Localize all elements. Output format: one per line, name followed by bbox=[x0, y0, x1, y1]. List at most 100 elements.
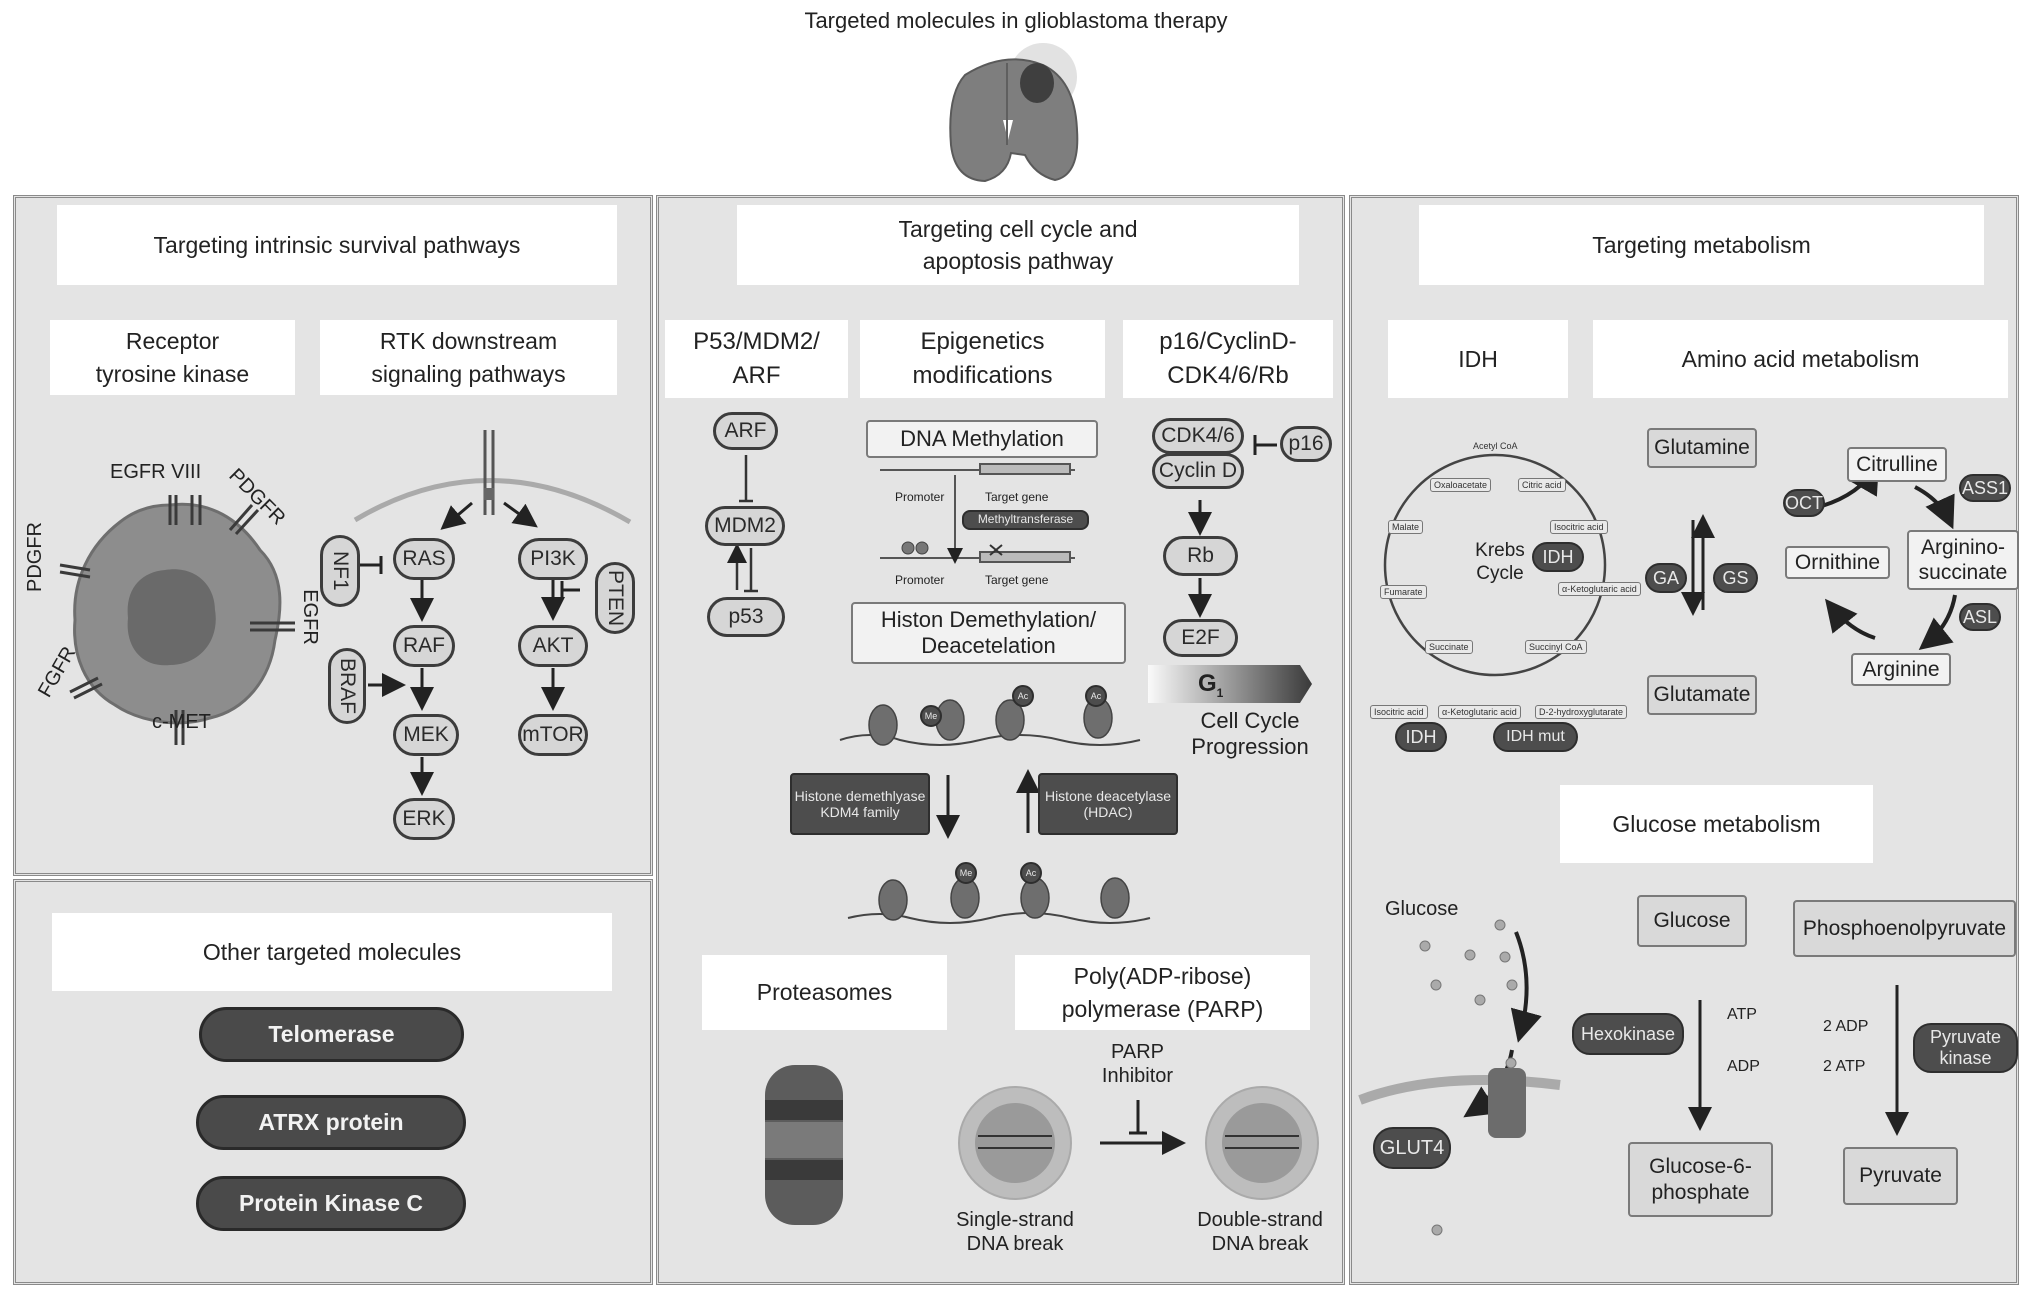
oct-badge: OCT bbox=[1783, 489, 1825, 517]
promoter-label-1: Promoter bbox=[895, 490, 945, 504]
krebs-acetyl-coa: Acetyl CoA bbox=[1473, 441, 1518, 451]
cell-cycle-header: Targeting cell cycle and apoptosis pathw… bbox=[737, 205, 1299, 285]
two-adp-label: 2 ADP bbox=[1823, 1018, 1869, 1035]
promoter-label-2: Promoter bbox=[895, 573, 945, 587]
ac-mark-2: Ac bbox=[1085, 685, 1107, 707]
krebs-citric-acid: Citric acid bbox=[1518, 478, 1566, 492]
asl-badge: ASL bbox=[1959, 603, 2001, 631]
figure-title: Targeted molecules in glioblastoma thera… bbox=[804, 8, 1228, 33]
node-ras: RAS bbox=[393, 538, 455, 580]
two-atp-label: 2 ATP bbox=[1823, 1058, 1866, 1075]
glucose-metabolism-header: Glucose metabolism bbox=[1560, 785, 1873, 863]
intrinsic-header: Targeting intrinsic survival pathways bbox=[57, 205, 617, 285]
hdac-box: Histone deacetylase (HDAC) bbox=[1038, 773, 1178, 835]
node-pten: PTEN bbox=[595, 562, 635, 634]
target-gene-label-2: Target gene bbox=[985, 573, 1049, 587]
pyruvate-kinase-badge: Pyruvate kinase bbox=[1913, 1023, 2018, 1073]
node-mtor: mTOR bbox=[518, 714, 588, 756]
idh-mut-badge: IDH mut bbox=[1493, 722, 1578, 752]
node-rb: Rb bbox=[1163, 536, 1238, 576]
methyltransferase-badge: Methyltransferase bbox=[962, 510, 1089, 530]
node-p53: p53 bbox=[707, 597, 785, 637]
other-header: Other targeted molecules bbox=[52, 913, 612, 991]
g1-text: G bbox=[1198, 670, 1217, 697]
ornithine-box: Ornithine bbox=[1785, 546, 1890, 579]
double-strand-label: Double-strand DNA break bbox=[1197, 1209, 1323, 1255]
receptor-label-cmet: c-MET bbox=[152, 711, 211, 733]
cell-receptor-illustration bbox=[59, 495, 295, 745]
cell-cycle-progression-label: Cell Cycle Progression bbox=[1191, 708, 1309, 760]
krebs-malate: Malate bbox=[1388, 520, 1424, 534]
receptor-label-egfrviii: EGFR VIII bbox=[110, 461, 202, 483]
molecule-atrx: ATRX protein bbox=[196, 1095, 466, 1150]
g1-subscript: 1 bbox=[1216, 685, 1224, 700]
node-mdm2: MDM2 bbox=[705, 506, 785, 546]
g6p-box: Glucose-6- phosphate bbox=[1628, 1142, 1773, 1217]
gs-badge: GS bbox=[1713, 563, 1758, 593]
idh-chain-ketoglutaric: α-Ketoglutaric acid bbox=[1438, 705, 1521, 719]
argininosuccinate-box: Arginino- succinate bbox=[1907, 530, 2019, 590]
node-e2f: E2F bbox=[1163, 619, 1238, 657]
kdm4-box: Histone demethlyase KDM4 family bbox=[790, 773, 930, 835]
rtk-header: Receptor tyrosine kinase bbox=[50, 320, 295, 395]
ga-badge: GA bbox=[1645, 563, 1687, 593]
amino-acid-header: Amino acid metabolism bbox=[1593, 320, 2008, 398]
krebs-isocitric-acid: Isocitric acid bbox=[1550, 520, 1608, 534]
krebs-fumarate: Fumarate bbox=[1380, 585, 1427, 599]
parp-header: Poly(ADP-ribose) polymerase (PARP) bbox=[1015, 955, 1310, 1030]
node-cdk46: CDK4/6 bbox=[1152, 418, 1244, 454]
glucose-box: Glucose bbox=[1637, 895, 1747, 947]
idh-header: IDH bbox=[1388, 320, 1568, 398]
epigenetics-header: Epigenetics modifications bbox=[860, 320, 1105, 398]
glucose-outside-label: Glucose bbox=[1385, 898, 1459, 920]
target-gene-label-1: Target gene bbox=[985, 490, 1049, 504]
node-akt: AKT bbox=[518, 625, 588, 667]
node-pi3k: PI3K bbox=[518, 538, 588, 580]
citrulline-box: Citrulline bbox=[1847, 447, 1947, 482]
p53-header: P53/MDM2/ ARF bbox=[665, 320, 848, 398]
brain-tumor-icon bbox=[949, 43, 1079, 183]
ac-mark-3: Ac bbox=[1020, 862, 1042, 884]
arginine-box: Arginine bbox=[1851, 653, 1951, 686]
node-arf: ARF bbox=[713, 412, 778, 450]
glutamine-box: Glutamine bbox=[1647, 428, 1757, 468]
molecule-pkc: Protein Kinase C bbox=[196, 1176, 466, 1231]
node-nf1: NF1 bbox=[320, 535, 360, 607]
node-braf: BRAF bbox=[328, 648, 366, 724]
krebs-oxaloacetate: Oxaloacetate bbox=[1430, 478, 1492, 492]
hexokinase-badge: Hexokinase bbox=[1572, 1013, 1684, 1055]
histone-box: Histon Demethylation/ Deacetelation bbox=[851, 602, 1126, 664]
idh-chain-isocitric: Isocitric acid bbox=[1370, 705, 1428, 719]
atp-label: ATP bbox=[1727, 1006, 1757, 1023]
single-strand-label: Single-strand DNA break bbox=[956, 1209, 1074, 1255]
glutamate-box: Glutamate bbox=[1647, 675, 1757, 715]
ac-mark: Ac bbox=[1012, 685, 1034, 707]
node-erk: ERK bbox=[393, 798, 455, 840]
node-mek: MEK bbox=[393, 714, 459, 756]
downstream-header: RTK downstream signaling pathways bbox=[320, 320, 617, 395]
receptor-label-egfr: EGFR bbox=[298, 589, 321, 645]
krebs-ketoglutaric: α-Ketoglutaric acid bbox=[1558, 582, 1641, 596]
me-mark-2: Me bbox=[955, 862, 977, 884]
g1-label: G1 bbox=[1198, 670, 1223, 700]
glut4-badge: GLUT4 bbox=[1373, 1127, 1451, 1169]
idh-chain-d2hg: D-2-hydroxyglutarate bbox=[1535, 705, 1628, 719]
pep-box: Phosphoenolpyruvate bbox=[1793, 900, 2016, 957]
parp-inhibitor-label: PARP Inhibitor bbox=[1101, 1041, 1174, 1087]
adp-label: ADP bbox=[1727, 1058, 1760, 1075]
metabolism-header: Targeting metabolism bbox=[1419, 205, 1984, 285]
node-raf: RAF bbox=[393, 625, 455, 667]
me-mark: Me bbox=[920, 705, 942, 727]
receptor-label-pdgfr-left: PDGFR bbox=[24, 522, 46, 592]
krebs-cycle-label: Krebs Cycle bbox=[1475, 540, 1525, 584]
proteasome-icon bbox=[760, 1055, 850, 1235]
pyruvate-box: Pyruvate bbox=[1843, 1147, 1958, 1205]
proteasomes-header: Proteasomes bbox=[702, 955, 947, 1030]
molecule-telomerase: Telomerase bbox=[199, 1007, 464, 1062]
node-p16: p16 bbox=[1280, 426, 1332, 462]
krebs-succinate: Succinate bbox=[1425, 640, 1473, 654]
idh-badge: IDH bbox=[1395, 722, 1447, 752]
krebs-succinyl-coa: Succinyl CoA bbox=[1525, 640, 1587, 654]
dna-methylation-box: DNA Methylation bbox=[866, 420, 1098, 458]
idh-enzyme-badge: IDH bbox=[1532, 542, 1584, 572]
